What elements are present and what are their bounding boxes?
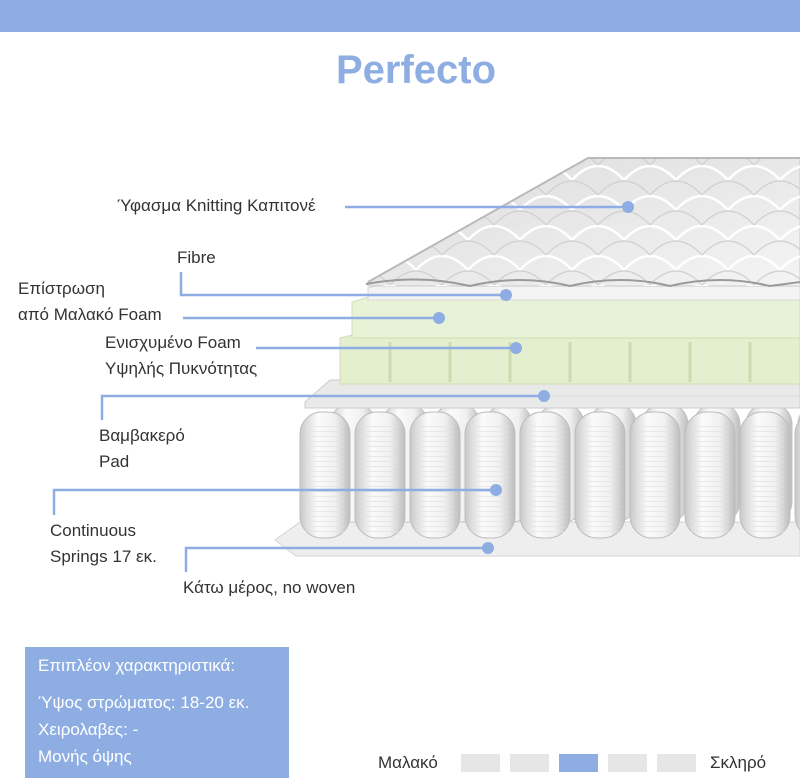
label-soft-foam-line2: από Μαλακό Foam	[18, 305, 162, 324]
leader-bottom	[184, 546, 488, 572]
feature-height: Ύψος στρώματος: 18-20 εκ.	[38, 693, 250, 712]
top-bar	[0, 0, 800, 32]
firmness-level-2	[510, 754, 549, 772]
features-box: Επιπλέον χαρακτηριστικά: Ύψος στρώματος:…	[25, 647, 289, 778]
firmness-level-5	[657, 754, 696, 772]
label-soft-foam-line1: Επίστρωση	[18, 279, 105, 298]
firmness-soft-label: Μαλακό	[378, 753, 438, 772]
leader-dot-bottom	[482, 542, 494, 554]
firmness-level-4	[608, 754, 647, 772]
label-springs-line1: Continuous	[50, 521, 137, 540]
label-fibre: Fibre	[177, 248, 216, 267]
leader-dot-fibre	[500, 289, 512, 301]
cotton-pad-layer	[304, 379, 800, 409]
firmness-hard-label: Σκληρό	[710, 753, 767, 772]
page-title: Perfecto	[335, 48, 497, 92]
leader-fibre	[179, 272, 506, 297]
springs-layer	[299, 403, 800, 539]
label-knitting: Ύφασμα Knitting Καπιτονέ	[117, 196, 316, 215]
feature-handles: Χειρολαβες: -	[38, 720, 139, 739]
leader-dot-cotton-pad	[538, 390, 550, 402]
leader-cotton-pad	[100, 394, 544, 420]
feature-single-sided: Μονής όψης	[38, 747, 132, 766]
leader-dot-soft-foam	[433, 312, 445, 324]
firmness-level-3	[559, 754, 598, 772]
firmness-level-1	[461, 754, 500, 772]
label-springs-line2: Springs 17 εκ.	[50, 547, 157, 566]
knitting-top-layer	[365, 157, 800, 288]
label-hd-foam-line2: Υψηλής Πυκνότητας	[105, 359, 258, 378]
leader-dot-springs	[490, 484, 502, 496]
hd-foam-layer	[339, 333, 800, 385]
label-bottom: Κάτω μέρος, no woven	[183, 578, 356, 597]
label-cotton-pad-line2: Pad	[99, 452, 130, 471]
leader-springs	[52, 488, 496, 515]
features-heading: Επιπλέον χαρακτηριστικά:	[38, 656, 236, 675]
leader-dot-hd-foam	[510, 342, 522, 354]
leader-dot-knitting	[622, 201, 634, 213]
label-cotton-pad-line1: Βαμβακερό	[99, 426, 185, 445]
label-hd-foam-line1: Ενισχυμένο Foam	[105, 333, 241, 352]
